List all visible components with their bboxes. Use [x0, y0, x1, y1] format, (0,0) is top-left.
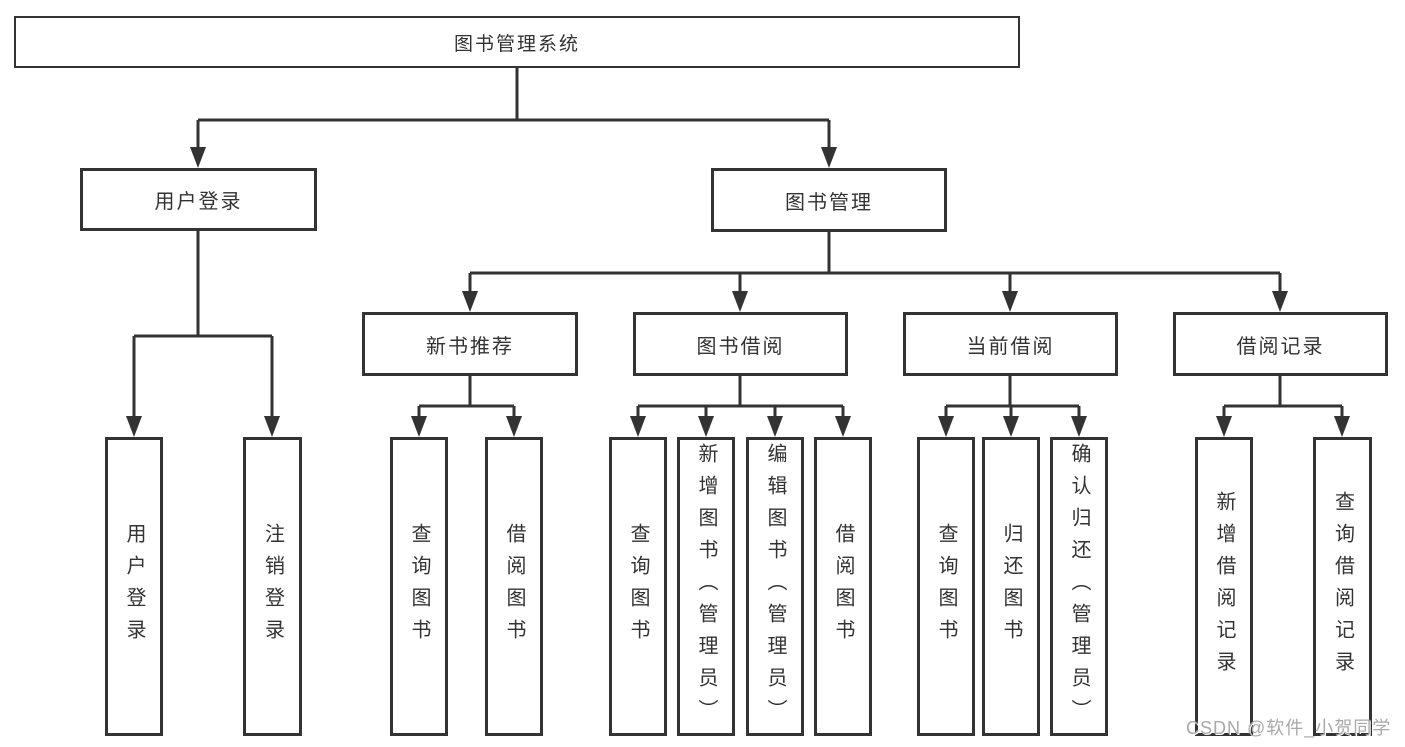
- node-borrowing-records: 借阅记录: [1173, 312, 1388, 376]
- connector-path: [132, 68, 1344, 419]
- node-label: 新增图书（管理员）: [695, 442, 717, 731]
- leaf-edit-book-admin: 编辑图书（管理员）: [746, 437, 804, 736]
- node-label: 借阅图书: [503, 522, 525, 651]
- node-current-borrowing: 当前借阅: [903, 312, 1118, 376]
- node-label: 查询图书: [935, 522, 957, 651]
- leaf-add-borrow-record: 新增借阅记录: [1195, 437, 1253, 736]
- node-book-borrowing: 图书借阅: [633, 312, 848, 376]
- node-system-root: 图书管理系统: [14, 16, 1020, 68]
- leaf-add-book-admin: 新增图书（管理员）: [677, 437, 735, 736]
- leaf-query-borrow-record: 查询借阅记录: [1313, 437, 1372, 736]
- leaf-query-books-recommend: 查询图书: [390, 437, 448, 736]
- node-new-book-recommendation: 新书推荐: [362, 312, 578, 376]
- node-label: 查询图书: [627, 522, 649, 651]
- node-book-management: 图书管理: [711, 168, 947, 232]
- node-label: 当前借阅: [966, 335, 1055, 358]
- node-label: 借阅记录: [1236, 335, 1325, 358]
- node-label: 编辑图书（管理员）: [764, 442, 786, 731]
- node-label: 图书借阅: [696, 335, 785, 358]
- node-label: 归还图书: [1000, 522, 1022, 651]
- node-label: 借阅图书: [832, 522, 854, 651]
- node-label: 新书推荐: [426, 335, 514, 358]
- node-user-login: 用户登录: [80, 168, 317, 231]
- node-label: 新增借阅记录: [1213, 490, 1235, 683]
- node-label: 用户登录: [154, 191, 243, 213]
- node-label: 图书管理: [785, 191, 873, 214]
- node-label: 注销登录: [261, 522, 284, 651]
- leaf-return-books: 归还图书: [982, 437, 1040, 736]
- leaf-user-login: 用户登录: [105, 437, 163, 736]
- watermark: CSDN @软件_小贺同学: [1186, 718, 1392, 738]
- leaf-borrow-books-recommend: 借阅图书: [485, 437, 543, 736]
- leaf-query-books-current: 查询图书: [917, 437, 975, 736]
- node-label: 图书管理系统: [453, 33, 580, 55]
- node-label: 确认归还（管理员）: [1068, 442, 1090, 731]
- arrowhead-icons: [126, 147, 1350, 437]
- leaf-logout: 注销登录: [243, 437, 302, 736]
- leaf-confirm-return-admin: 确认归还（管理员）: [1050, 437, 1108, 736]
- node-label: 查询借阅记录: [1331, 490, 1354, 683]
- node-label: 用户登录: [123, 522, 145, 651]
- leaf-borrow-books-borrowing: 借阅图书: [814, 437, 872, 736]
- node-label: 查询图书: [408, 522, 430, 651]
- leaf-query-books-borrowing: 查询图书: [609, 437, 667, 736]
